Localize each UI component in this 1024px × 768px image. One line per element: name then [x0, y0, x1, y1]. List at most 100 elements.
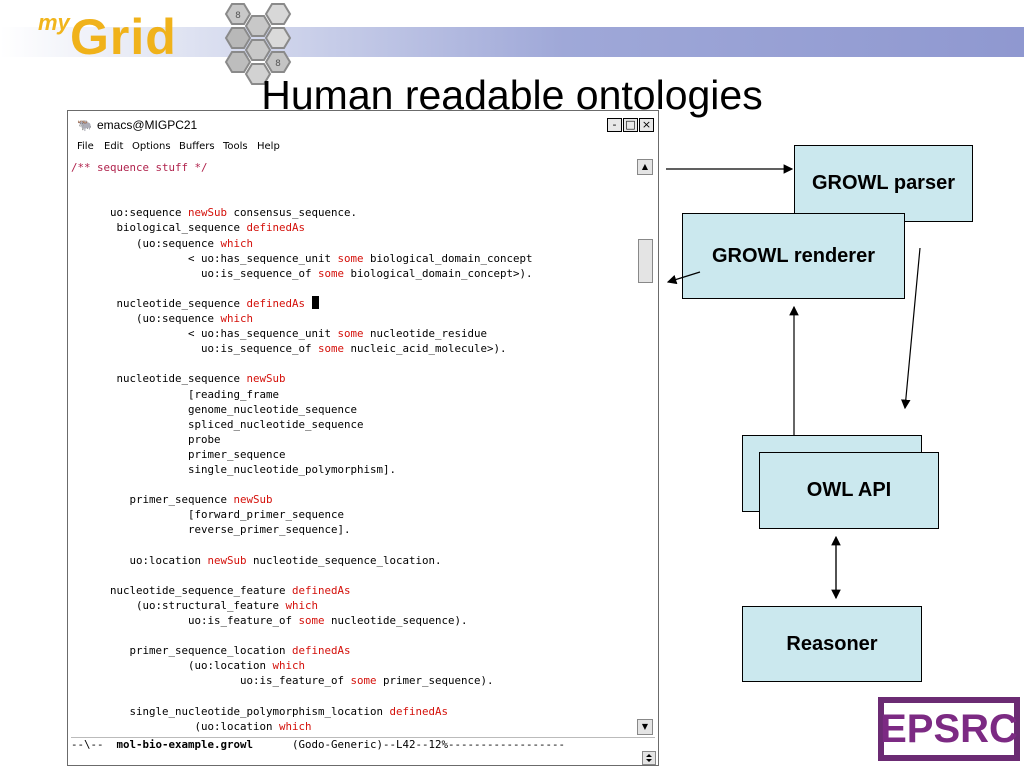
epsrc-logo-text: EPSRC [880, 703, 1018, 755]
code-text: primer_sequence [71, 447, 286, 461]
reasoner-box: Reasoner [742, 606, 922, 682]
code-line: uo:is_sequence_of some nucleic_acid_mole… [71, 341, 507, 356]
maximize-button[interactable]: □ [623, 118, 638, 132]
menu-bar: File Edit Options Buffers Tools Help [69, 139, 657, 157]
code-text: nucleotide_sequence). [324, 614, 468, 627]
modeline-prefix: --\-- [71, 738, 117, 751]
growl-renderer-box: GROWL renderer [682, 213, 905, 299]
code-line: (uo:location which [71, 719, 312, 734]
svg-text:8: 8 [275, 59, 281, 69]
code-line: (uo:location which [71, 658, 305, 673]
code-text: uo:is_sequence_of [71, 266, 319, 280]
code-text: nucleotide_residue [363, 327, 488, 341]
menu-edit[interactable]: Edit [104, 141, 124, 152]
close-button[interactable]: × [639, 118, 654, 132]
code-line: uo:sequence newSub consensus_sequence. [71, 205, 357, 220]
svg-text:8: 8 [235, 11, 241, 21]
code-keyword: some [350, 674, 377, 688]
modeline-status: (Godo-Generic)--L42--12%----------------… [253, 738, 566, 751]
code-line: nucleotide_sequence newSub [71, 371, 286, 386]
code-text: (uo:location [71, 719, 280, 733]
code-keyword: definedAs [246, 221, 306, 235]
code-text: nucleotide_sequence_feature [71, 583, 293, 597]
code-keyword: which [220, 312, 254, 325]
code-text: biological_sequence [71, 221, 247, 235]
code-keyword: newSub [233, 493, 273, 507]
code-line: single_nucleotide_polymorphism_location … [71, 704, 449, 719]
mode-line: --\-- mol-bio-example.growl (Godo-Generi… [71, 737, 655, 751]
logo-my-text: my [38, 10, 70, 35]
code-keyword: some [318, 342, 345, 356]
parser-to-owlapi-arrow [901, 247, 921, 410]
code-text: reverse_primer_sequence]. [71, 523, 351, 537]
minimize-button[interactable]: - [607, 118, 622, 132]
text-cursor [311, 295, 319, 309]
minibuffer-scroll-icon[interactable] [642, 751, 656, 765]
code-text: uo:is_sequence_of [71, 342, 319, 356]
code-keyword: which [285, 598, 319, 612]
code-keyword: definedAs [389, 704, 449, 718]
code-keyword: some [298, 614, 325, 627]
code-text: nucleic_acid_molecule>). [344, 342, 507, 356]
code-text: uo:is_feature_of [71, 674, 351, 688]
emacs-gnu-icon: 🐃 [77, 118, 92, 132]
code-text: single_nucleotide_polymorphism_location [71, 704, 390, 718]
window-title: emacs@MIGPC21 [97, 118, 198, 132]
menu-options[interactable]: Options [132, 141, 171, 152]
code-keyword: newSub [188, 206, 228, 220]
code-line: uo:is_feature_of some nucleotide_sequenc… [71, 613, 468, 628]
code-line: uo:is_sequence_of some biological_domain… [71, 266, 533, 281]
code-text: (uo:location [71, 659, 273, 673]
minibuffer[interactable] [71, 751, 655, 765]
scrollbar-thumb[interactable] [638, 239, 653, 283]
editor-buffer[interactable]: /** sequence stuff */ uo:sequence newSub… [71, 157, 633, 735]
code-keyword: which [220, 236, 254, 250]
code-text: consensus_sequence. [227, 206, 358, 220]
scroll-up-arrow-icon[interactable]: ▲ [637, 159, 653, 175]
code-keyword: definedAs [246, 296, 306, 310]
code-line: spliced_nucleotide_sequence [71, 417, 364, 432]
code-text: nucleotide_sequence [71, 296, 247, 310]
code-line: < uo:has_sequence_unit some biological_d… [71, 251, 533, 266]
code-text: biological_domain_concept>). [344, 266, 533, 280]
vertical-scrollbar[interactable]: ▲ ▼ [637, 157, 655, 737]
code-text: [reading_frame [71, 387, 280, 401]
code-line: (uo:sequence which [71, 311, 253, 326]
code-line: uo:is_feature_of some primer_sequence). [71, 673, 494, 688]
code-keyword: some [337, 327, 364, 341]
emacs-window: 🐃 emacs@MIGPC21 - □ × File Edit Options … [67, 110, 659, 766]
code-line: primer_sequence [71, 447, 286, 462]
code-line: < uo:has_sequence_unit some nucleotide_r… [71, 326, 487, 341]
code-line: (uo:structural_feature which [71, 598, 318, 613]
menu-help[interactable]: Help [257, 141, 280, 152]
owl-api-box: OWL API [759, 452, 939, 529]
code-text: < uo:has_sequence_unit [71, 251, 338, 265]
modeline-buffer-name: mol-bio-example.growl [116, 738, 254, 751]
code-text: nucleotide_sequence_location. [246, 553, 442, 567]
code-text: probe [71, 432, 221, 446]
menu-tools[interactable]: Tools [223, 141, 248, 152]
logo-grid-text: Grid [70, 9, 177, 65]
code-text: nucleotide_sequence [71, 372, 247, 386]
code-keyword: definedAs [292, 644, 351, 658]
code-line: uo:location newSub nucleotide_sequence_l… [71, 553, 442, 568]
code-text: primer_sequence_location [71, 644, 293, 658]
menu-file[interactable]: File [77, 141, 94, 152]
code-text: (uo:structural_feature [71, 598, 286, 612]
code-text: single_nucleotide_polymorphism]. [71, 463, 397, 476]
code-keyword: some [337, 251, 364, 265]
code-text: spliced_nucleotide_sequence [71, 417, 364, 431]
code-keyword: definedAs [292, 583, 351, 597]
code-comment: /** sequence stuff */ [71, 161, 208, 174]
code-text: biological_domain_concept [363, 251, 533, 265]
code-line: [reading_frame [71, 387, 279, 402]
menu-buffers[interactable]: Buffers [179, 141, 215, 152]
code-keyword: which [272, 659, 306, 673]
code-line: reverse_primer_sequence]. [71, 522, 351, 537]
code-line: primer_sequence_location definedAs [71, 643, 351, 658]
code-line: primer_sequence newSub [71, 492, 273, 507]
code-text: (uo:sequence [71, 312, 221, 325]
scroll-down-arrow-icon[interactable]: ▼ [637, 719, 653, 735]
window-titlebar[interactable]: 🐃 emacs@MIGPC21 - □ × [69, 112, 657, 138]
epsrc-logo: EPSRC [878, 697, 1020, 761]
